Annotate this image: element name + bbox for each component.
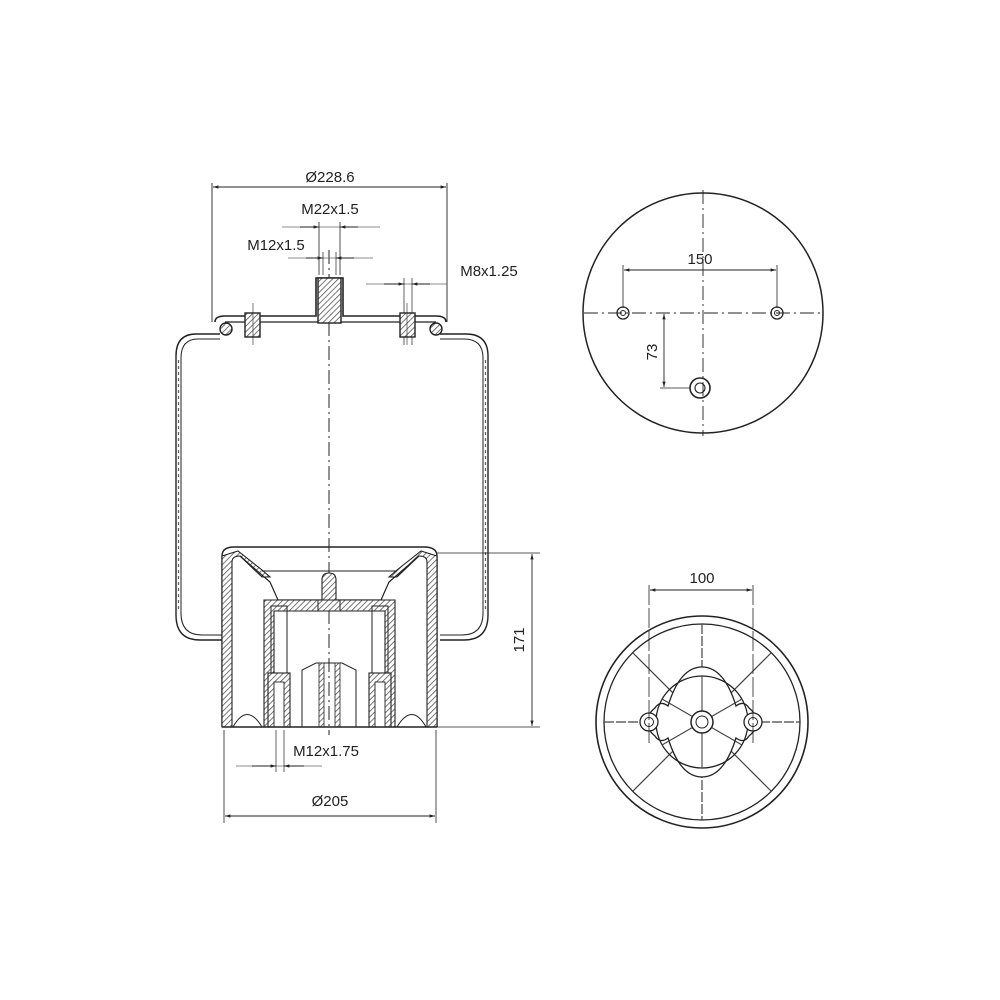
label-side-stud: M8x1.25 [460,263,518,280]
top-plate [214,277,447,345]
dim-top-diameter [211,183,448,322]
bellows [175,333,489,641]
label-piston-height: 171 [511,627,528,652]
side-view [175,183,540,823]
top-view [582,190,824,436]
label-inlet-offset: 73 [644,344,661,361]
piston [221,546,438,728]
dim-piston-diameter [223,730,437,823]
stud-hole-left [616,306,630,320]
label-top-diameter: Ø228.6 [305,169,354,186]
center-inlet [690,710,714,734]
dim-piston-bolt [236,730,322,772]
label-piston-diameter: Ø205 [312,793,349,810]
label-piston-bolt: M12x1.75 [293,743,359,760]
air-inlet-hole [689,377,711,399]
bottom-view [595,585,809,829]
dim-center-stud [282,222,380,275]
dim-piston-height [437,552,540,728]
label-center-stud: M22x1.5 [301,201,359,218]
label-bolt-spacing: 100 [689,570,714,587]
stud-hole-right [770,306,784,320]
label-air-inlet: M12x1.5 [247,237,305,254]
dim-air-inlet [288,252,373,275]
label-stud-spacing: 150 [687,251,712,268]
piston-outer-ring [595,615,809,829]
